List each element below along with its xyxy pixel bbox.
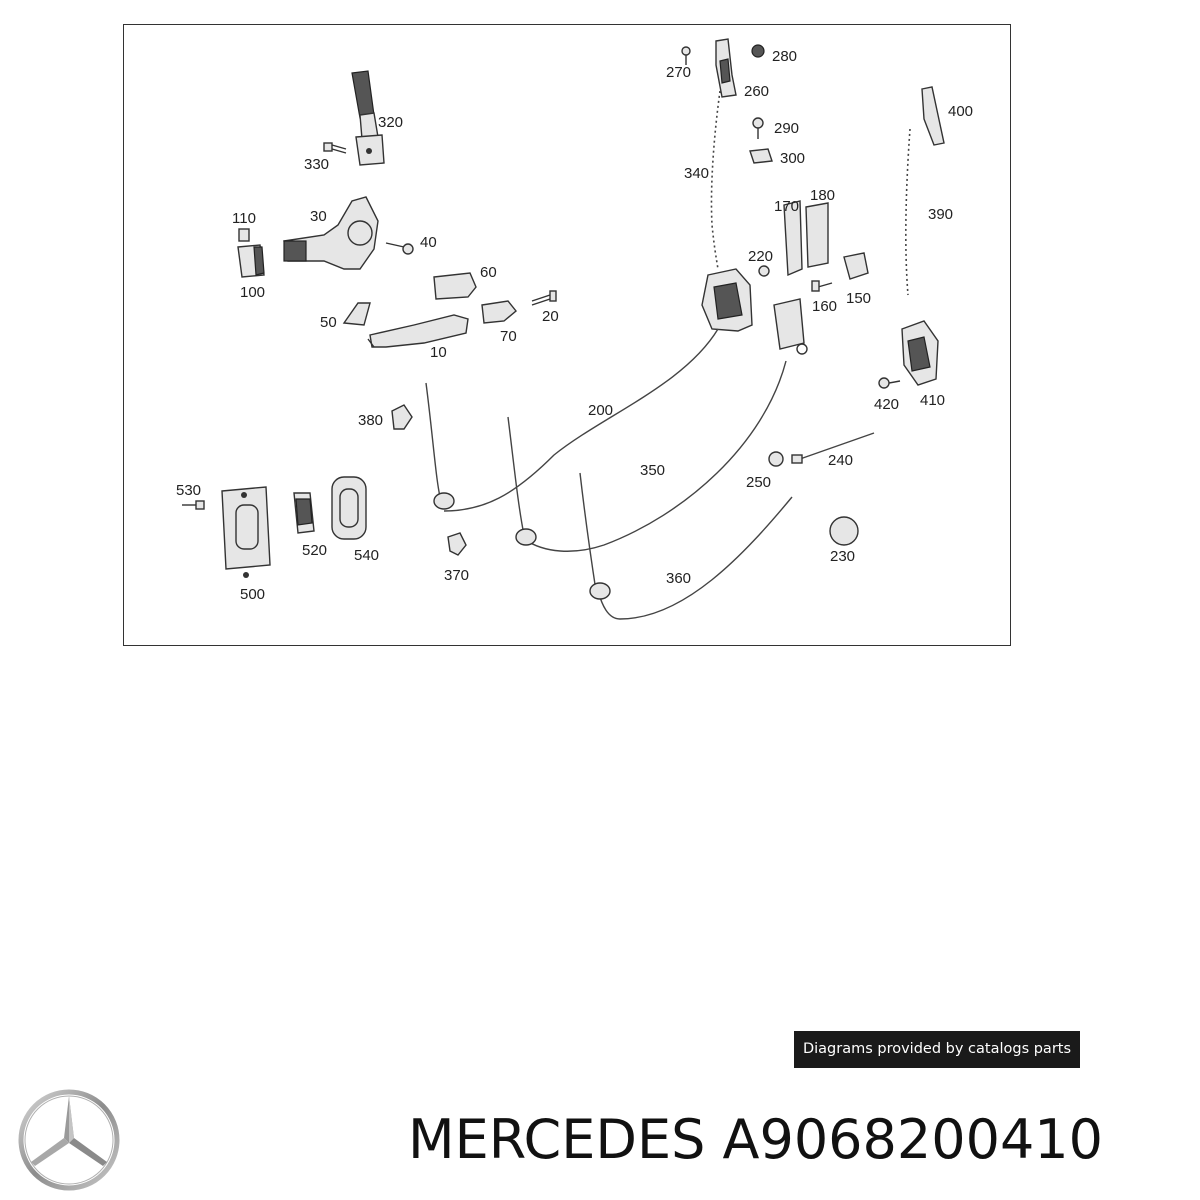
callout-420: 420	[874, 396, 899, 413]
part-10-handle	[367, 314, 469, 348]
part-160-screw	[811, 280, 833, 292]
callout-50: 50	[320, 314, 337, 331]
cable-350	[507, 360, 787, 552]
part-150-striker	[843, 252, 869, 280]
part-270-screw	[681, 46, 691, 65]
part-60-cover	[433, 272, 477, 300]
part-410-lock	[901, 320, 939, 386]
part-330-screw	[323, 142, 347, 154]
part-280-nut	[751, 44, 765, 58]
part-320-lever	[351, 70, 385, 166]
callout-360: 360	[666, 570, 691, 587]
callout-240: 240	[828, 452, 853, 469]
callout-230: 230	[830, 548, 855, 565]
part-520-switch	[293, 492, 315, 534]
part-500-bezel	[221, 486, 271, 578]
callout-300: 300	[780, 150, 805, 167]
part-50-cap	[342, 302, 371, 326]
callout-20: 20	[542, 308, 559, 325]
part-240-rod	[791, 432, 875, 464]
part-400-inner-handle	[921, 86, 945, 146]
part-370-clip	[447, 532, 467, 556]
callout-520: 520	[302, 542, 327, 559]
part-30-bracket	[283, 196, 379, 270]
parts-diagram: 320 330 30 110 40 100 60 50 20 70 10 380…	[123, 24, 1011, 646]
cable-200	[425, 328, 719, 512]
callout-labels: 320 330 30 110 40 100 60 50 20 70 10 380…	[176, 48, 973, 603]
part-170-plate	[783, 200, 803, 277]
part-420-screw	[878, 377, 901, 389]
callout-350: 350	[640, 462, 665, 479]
part-40-screw	[385, 242, 414, 255]
callout-320: 320	[378, 114, 403, 131]
part-number: A9068200410	[722, 1108, 1104, 1171]
brand-title: MERCEDES A9068200410	[408, 1108, 1103, 1172]
callout-290: 290	[774, 120, 799, 137]
callout-100: 100	[240, 284, 265, 301]
part-230-cap	[829, 516, 859, 546]
part-110-clip	[238, 228, 250, 242]
part-actuator	[773, 298, 808, 355]
mercedes-star-icon	[18, 1089, 120, 1191]
callout-40: 40	[420, 234, 437, 251]
callout-150: 150	[846, 290, 871, 307]
callout-380: 380	[358, 412, 383, 429]
callout-70: 70	[500, 328, 517, 345]
part-290-screw	[752, 117, 764, 139]
part-20-screw	[531, 290, 557, 306]
callout-200: 200	[588, 402, 613, 419]
callout-170: 170	[774, 198, 799, 215]
cable-360	[579, 472, 793, 620]
part-540-housing	[331, 476, 367, 540]
callout-250: 250	[746, 474, 771, 491]
brand-name: MERCEDES	[408, 1108, 706, 1171]
cable-390	[905, 128, 911, 296]
part-300-clip	[749, 148, 773, 164]
callout-390: 390	[928, 206, 953, 223]
callout-30: 30	[310, 208, 327, 225]
callout-340: 340	[684, 165, 709, 182]
part-530-pin	[182, 500, 205, 510]
callout-400: 400	[948, 103, 973, 120]
callout-160: 160	[812, 298, 837, 315]
callout-370: 370	[444, 567, 469, 584]
callout-530: 530	[176, 482, 201, 499]
part-lock-body	[701, 268, 753, 332]
callout-180: 180	[810, 187, 835, 204]
credit-badge: Diagrams provided by catalogs parts	[794, 1031, 1080, 1068]
part-380-clip	[391, 404, 413, 430]
callout-220: 220	[748, 248, 773, 265]
callout-330: 330	[304, 156, 329, 173]
part-220-screw	[758, 265, 770, 277]
callout-500: 500	[240, 586, 265, 603]
callout-60: 60	[480, 264, 497, 281]
part-250-grommet	[768, 451, 784, 467]
callout-260: 260	[744, 83, 769, 100]
part-260-inner-handle	[715, 38, 737, 98]
cable-340	[710, 90, 721, 270]
parts-diagram-drawing: 320 330 30 110 40 100 60 50 20 70 10 380…	[176, 38, 973, 620]
part-180-bracket	[805, 202, 829, 268]
callout-280: 280	[772, 48, 797, 65]
part-70-endcap	[481, 300, 517, 324]
callout-270: 270	[666, 64, 691, 81]
callout-540: 540	[354, 547, 379, 564]
part-100-block	[237, 244, 265, 278]
callout-10: 10	[430, 344, 447, 361]
callout-410: 410	[920, 392, 945, 409]
callout-110: 110	[232, 210, 256, 227]
